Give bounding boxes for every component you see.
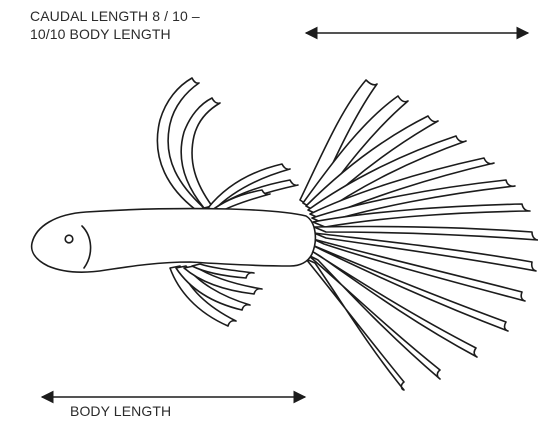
caudal-fin [300, 80, 538, 390]
eye [65, 235, 73, 243]
pelvic-fin [170, 264, 262, 326]
fish-body [32, 209, 316, 272]
dorsal-fin [157, 78, 298, 214]
